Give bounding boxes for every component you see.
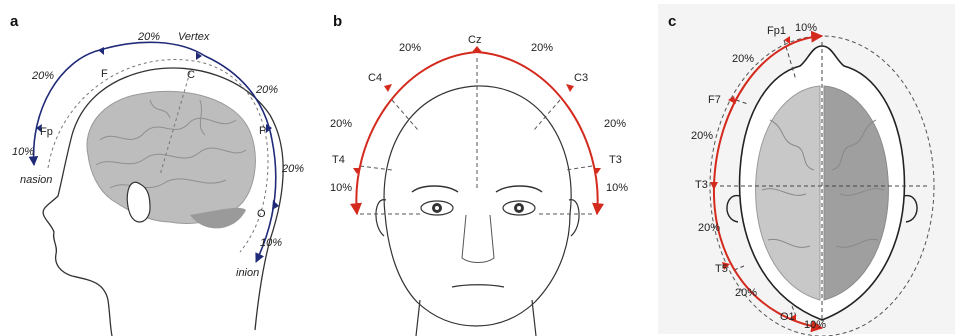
label-t3: T3 <box>609 154 622 166</box>
label-vertex: Vertex <box>178 31 210 43</box>
label-t5: T5 <box>715 263 728 275</box>
label-fp: Fp <box>40 126 53 138</box>
panel-b-letter: b <box>333 13 342 30</box>
panel-c: c Fp1 10% 20% F7 20% T3 20% T5 20% O1 10… <box>658 4 955 336</box>
label-t3: T3 <box>695 179 708 191</box>
label-pct-inion: 10% <box>260 237 282 249</box>
label-pct-bl: 10% <box>330 182 352 194</box>
label-o1: O1 <box>780 311 795 323</box>
label-cz: Cz <box>468 34 481 46</box>
label-pct-f7: 20% <box>732 53 754 65</box>
label-inion: inion <box>236 267 259 279</box>
label-pct-o: 20% <box>281 163 304 175</box>
panel-a-letter: a <box>10 13 19 30</box>
panel-b: b Cz 20% 20% C4 C3 20% 20% <box>330 13 628 336</box>
label-pct-t3a: 20% <box>691 130 713 142</box>
neck <box>416 300 536 336</box>
label-nasion: nasion <box>20 174 52 186</box>
mouth <box>452 285 504 287</box>
label-pct-top: 10% <box>795 22 817 34</box>
label-pct-t5: 20% <box>735 287 757 299</box>
label-o: O <box>257 208 266 220</box>
label-c3: C3 <box>574 72 588 84</box>
coronal-measurement-arc <box>356 52 597 214</box>
label-pct-mr: 20% <box>604 118 626 130</box>
label-pct-tr: 20% <box>531 42 553 54</box>
panel-c-letter: c <box>668 13 676 30</box>
face-outline <box>384 86 571 326</box>
label-pct-f: 20% <box>31 70 54 82</box>
label-f7: F7 <box>708 94 721 106</box>
panel-a: a 20% Vertex 20% F C 20% P Fp 10% nasion… <box>10 13 304 336</box>
label-pct-top: 20% <box>137 31 160 43</box>
label-pct-ml: 20% <box>330 118 352 130</box>
label-p: P <box>259 125 266 137</box>
label-c4: C4 <box>368 72 382 84</box>
label-pct-bottom: 10% <box>804 319 826 331</box>
label-pct-fp: 10% <box>12 146 34 158</box>
label-fp1: Fp1 <box>767 25 786 37</box>
label-t4: T4 <box>332 154 345 166</box>
label-pct-p: 20% <box>255 84 278 96</box>
label-f: F <box>101 68 108 80</box>
label-pct-br: 10% <box>606 182 628 194</box>
nose <box>462 215 494 263</box>
brain-side-view <box>87 91 255 223</box>
label-pct-tl: 20% <box>399 42 421 54</box>
label-c: C <box>187 69 195 81</box>
label-pct-t3b: 20% <box>698 222 720 234</box>
